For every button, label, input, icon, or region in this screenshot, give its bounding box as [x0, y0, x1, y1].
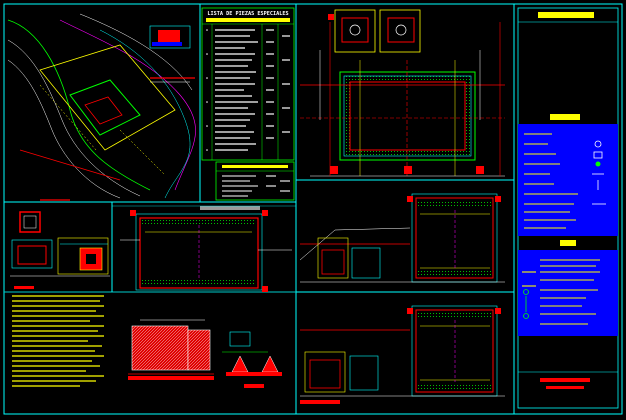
wall-reinforcement-detail	[128, 319, 214, 380]
valve-box-detail	[10, 211, 110, 289]
site-plan	[7, 13, 196, 201]
pipe-support-details	[222, 331, 282, 388]
tank-elevation-section	[112, 205, 296, 292]
parts-list-table	[201, 7, 295, 161]
sheet-frame	[3, 3, 623, 415]
tank-section-a	[299, 193, 505, 283]
parts-list-heading: LISTA DE PIEZAS ESPECIALES	[207, 11, 288, 17]
quantities-table	[215, 161, 295, 201]
tank-plan-view	[300, 9, 505, 177]
legend-panel	[517, 7, 619, 409]
tank-section-b	[300, 305, 505, 404]
general-notes	[12, 295, 104, 387]
